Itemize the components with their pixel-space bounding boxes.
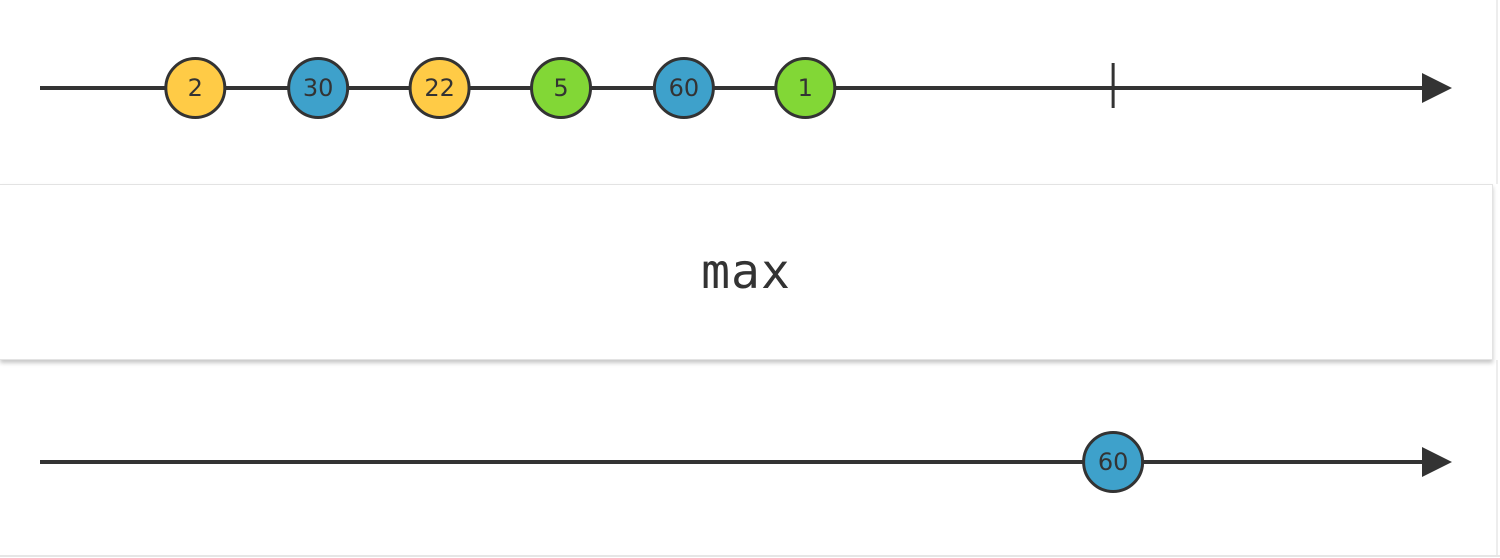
marble: 30 bbox=[287, 57, 350, 119]
output-timeline: 60 bbox=[40, 431, 1452, 493]
timeline-arrow-icon bbox=[1422, 447, 1452, 477]
panel-right-edge bbox=[1496, 360, 1498, 556]
marble: 22 bbox=[408, 57, 471, 119]
timeline-arrow-icon bbox=[1422, 73, 1452, 103]
marble-label: 60 bbox=[1098, 448, 1129, 476]
marble: 2 bbox=[164, 57, 227, 119]
marble-label: 5 bbox=[553, 74, 568, 102]
marble: 60 bbox=[1082, 431, 1145, 493]
operator-box: max bbox=[0, 184, 1493, 360]
marble-circle bbox=[287, 57, 350, 119]
input-timeline: 2 30 22 5 60 1 bbox=[40, 57, 1452, 119]
panel-bottom-edge bbox=[0, 555, 1500, 557]
marble: 60 bbox=[652, 57, 715, 119]
marble-label: 2 bbox=[188, 74, 203, 102]
marble: 5 bbox=[530, 57, 593, 119]
marble-label: 30 bbox=[303, 74, 334, 102]
marble-circle bbox=[164, 57, 227, 119]
marble-circle bbox=[1082, 431, 1145, 493]
marble-label: 22 bbox=[424, 74, 455, 102]
operator-label: max bbox=[701, 244, 791, 300]
marble-circle bbox=[530, 57, 593, 119]
panel-right-edge bbox=[1496, 0, 1498, 184]
marble-circle bbox=[408, 57, 471, 119]
marble-circle bbox=[774, 57, 837, 119]
marble-circle bbox=[652, 57, 715, 119]
marble-label: 1 bbox=[798, 74, 813, 102]
marble-label: 60 bbox=[669, 74, 700, 102]
marble: 1 bbox=[774, 57, 837, 119]
